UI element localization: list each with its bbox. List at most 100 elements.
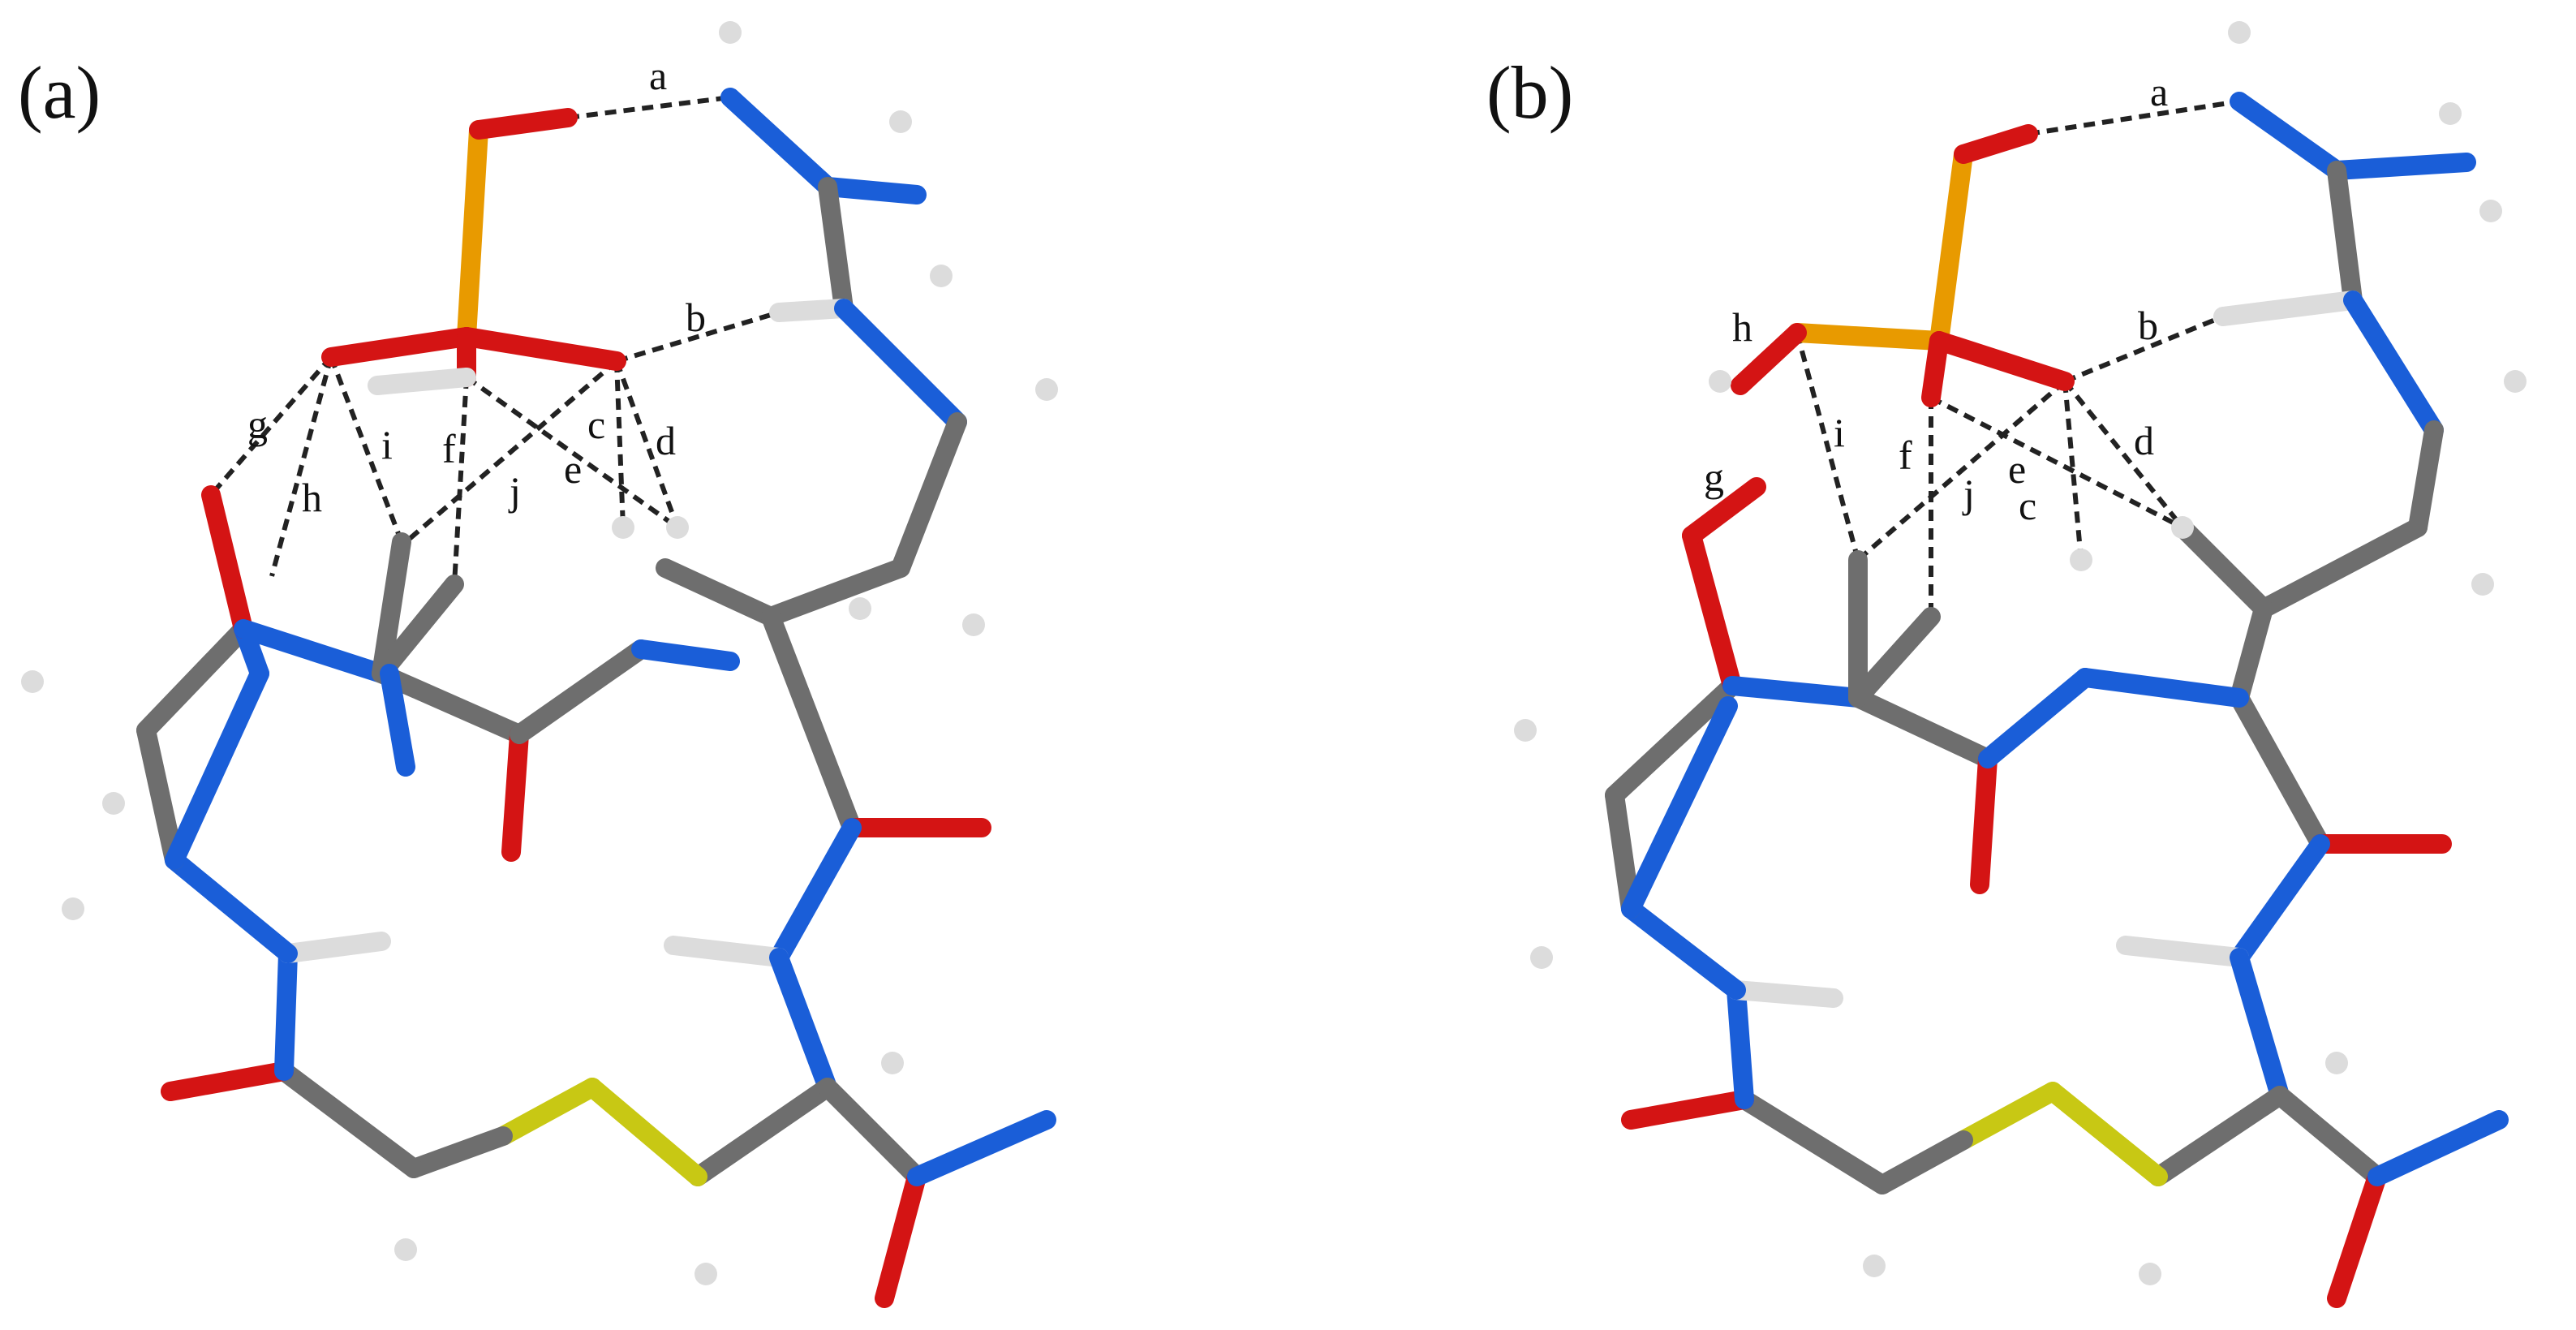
- bond-n-h: [769, 299, 854, 322]
- bond-n-c: [769, 948, 837, 1097]
- bond-c-n: [2327, 161, 2363, 310]
- bond-c-c: [404, 1126, 513, 1178]
- bond-c-c: [891, 412, 967, 578]
- bond-c-h: [372, 575, 464, 683]
- bond-c-c: [2230, 688, 2330, 854]
- panel-b-label: (b): [1486, 51, 1573, 134]
- hydrogen-atom: [394, 1238, 417, 1261]
- hydrogen-atom: [962, 613, 985, 636]
- hbond-j: [1856, 379, 2066, 562]
- hbond-c: [614, 360, 626, 528]
- bond-c-o: [1621, 1090, 1754, 1130]
- bond-c-n: [1727, 980, 1754, 1109]
- bond-c-n: [2327, 153, 2476, 180]
- panel-a-bonds: [136, 88, 1056, 1308]
- bond-c-c: [2270, 1086, 2387, 1186]
- hydrogen-atom: [2171, 516, 2194, 539]
- bond-n-h: [278, 932, 391, 963]
- hydrogen-atom: [1530, 946, 1553, 969]
- bond-c-n: [510, 639, 651, 744]
- bond-c-o: [1682, 526, 1742, 695]
- hbond-a: [567, 95, 731, 120]
- hydrogen-atom: [2479, 200, 2502, 222]
- bond-c-o: [201, 485, 253, 639]
- bond-c-c: [1605, 676, 1742, 805]
- hydrogen-atom: [102, 792, 125, 815]
- bond-p-o: [1929, 144, 1973, 351]
- bond-n-h: [664, 936, 789, 967]
- bond-p-o: [1787, 323, 1949, 351]
- hydrogen-atom: [1709, 370, 1731, 393]
- bond-n-h: [380, 664, 415, 777]
- bond-o-h: [1682, 477, 1766, 545]
- bond-n-c: [1621, 899, 1746, 1000]
- bond-c-o: [1970, 749, 1998, 894]
- bond-s-c: [1954, 1082, 2062, 1150]
- hbond-label-c: c: [587, 402, 605, 447]
- hbond-d: [2062, 380, 2185, 529]
- hbond-label-j: j: [1962, 471, 1975, 516]
- hbond-g: [209, 355, 333, 497]
- hydrogen-atom: [2228, 21, 2251, 44]
- bond-n-c: [2343, 291, 2444, 440]
- bond-c-c: [1605, 786, 1641, 919]
- hydrogen-atom: [2504, 370, 2527, 393]
- hbond-b: [2063, 314, 2225, 384]
- bond-n-c: [2230, 948, 2290, 1105]
- bond-c-n: [165, 664, 269, 870]
- panel-b-bonds: [1605, 92, 2509, 1308]
- bond-c-n: [2367, 1110, 2509, 1186]
- hydrogen-atom: [719, 21, 742, 44]
- bond-c-o: [501, 725, 529, 862]
- hbond-a: [2028, 99, 2240, 136]
- hbond-h: [269, 356, 333, 577]
- hbond-label-b: b: [686, 295, 706, 340]
- hbond-label-h: h: [1732, 304, 1752, 350]
- bond-n-h: [2213, 291, 2363, 326]
- hbond-label-c: c: [2019, 483, 2036, 528]
- bond-n-h: [1727, 980, 1843, 1008]
- hydrogen-atom: [21, 670, 44, 693]
- panel-b-hydrogens: [1514, 21, 2527, 1285]
- bond-c-n: [818, 177, 927, 204]
- bond-c-s: [583, 1078, 707, 1186]
- bond-c-n: [1621, 696, 1738, 919]
- panel-a-hbond-labels: a b c d e f g h i j: [247, 53, 706, 520]
- hydrogen-atom: [881, 1052, 904, 1074]
- bond-o-h: [469, 108, 578, 140]
- panel-a: (a): [18, 21, 1058, 1308]
- hbond-label-a: a: [2150, 69, 2168, 114]
- bond-p-o: [457, 327, 626, 371]
- bond-o-h: [1954, 124, 2038, 164]
- bond-c-n: [274, 944, 298, 1081]
- hbond-j: [465, 375, 679, 530]
- bond-c-n: [769, 818, 862, 967]
- hydrogen-atom: [849, 597, 871, 620]
- hbond-e: [404, 359, 618, 544]
- bond-c-c: [1735, 1090, 1892, 1194]
- bond-n-c: [372, 664, 529, 744]
- bond-o-h: [1731, 323, 1807, 395]
- hbond-d: [614, 359, 680, 529]
- bond-c-h: [372, 532, 411, 683]
- hbond-e: [1929, 395, 2184, 530]
- bond-c-c: [688, 1078, 837, 1186]
- bond-c-c: [274, 1061, 424, 1178]
- bond-n-c: [720, 88, 837, 196]
- hbond-label-e: e: [564, 446, 582, 492]
- hbond-label-g: g: [1704, 454, 1724, 500]
- hbond-label-d: d: [656, 418, 676, 463]
- hydrogen-atom: [930, 265, 953, 287]
- bond-c-c: [2230, 599, 2273, 708]
- hydrogen-atom: [2439, 102, 2462, 125]
- hydrogen-atom: [666, 516, 689, 539]
- bond-c-n: [907, 1110, 1056, 1186]
- hbond-label-f: f: [1899, 433, 1912, 478]
- hydrogen-atom: [62, 897, 84, 920]
- bond-n-h: [2116, 936, 2249, 967]
- hbond-label-a: a: [649, 53, 667, 98]
- bond-p-o: [1929, 331, 2075, 391]
- bond-p-o: [457, 120, 488, 346]
- hydrogen-atom: [612, 516, 634, 539]
- bond-c-c: [656, 558, 781, 626]
